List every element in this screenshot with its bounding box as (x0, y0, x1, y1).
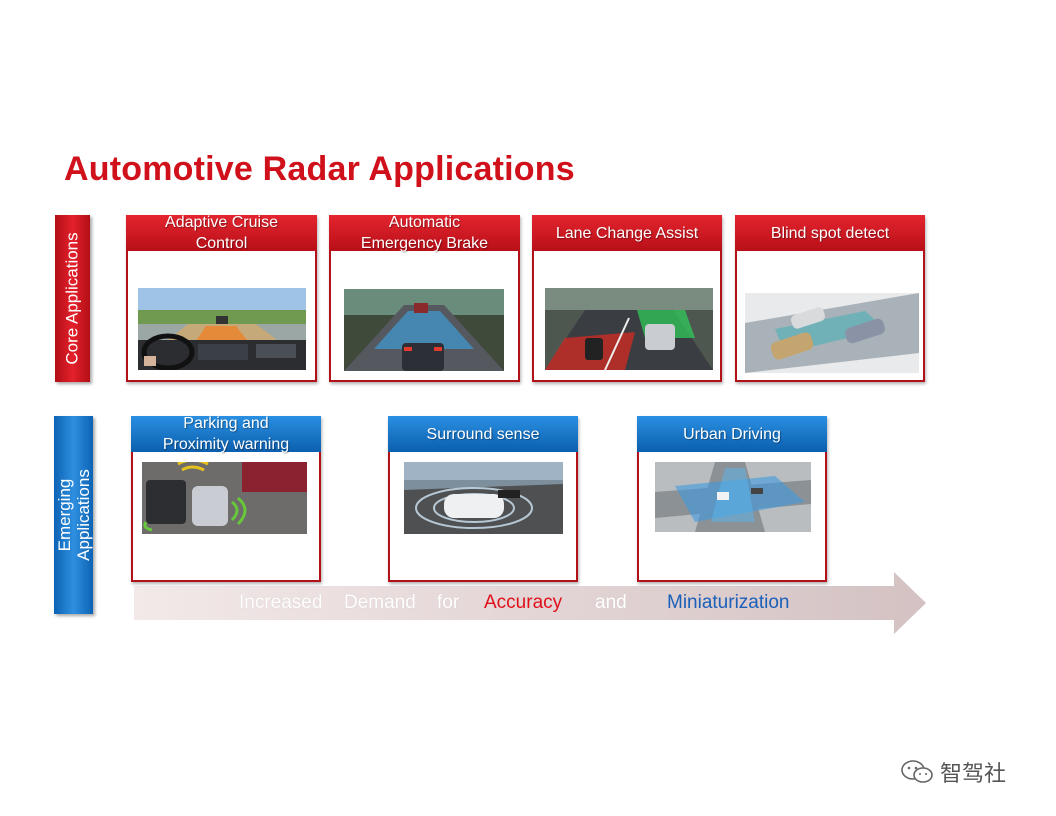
blind-spot-image (745, 293, 919, 373)
card-lane-change-assist: Lane Change Assist (532, 215, 722, 382)
page-title: Automotive Radar Applications (64, 150, 575, 188)
demand-arrow-text: Increased Demand for Accuracy and Miniat… (134, 590, 894, 618)
card-urban-driving: Urban Driving (637, 416, 827, 582)
emerging-label-line1: Emerging (54, 478, 74, 552)
card-blind-spot-detect: Blind spot detect (735, 215, 925, 382)
lane-change-image (545, 288, 713, 370)
card-header: Surround sense (388, 416, 578, 452)
demand-arrow (134, 572, 926, 634)
card-surround-sense: Surround sense (388, 416, 578, 582)
arrow-word-for: for (437, 592, 460, 613)
wechat-logo-icon (901, 760, 933, 783)
card-header: Urban Driving (637, 416, 827, 452)
emerging-label-line2: Applications (73, 469, 93, 561)
arrow-word-increased: Increased (239, 592, 323, 613)
watermark: 智驾社 (900, 756, 1006, 788)
core-applications-label: Core Applications (55, 215, 90, 382)
emerging-applications-label: Emerging Applications (54, 416, 93, 614)
parking-image (142, 462, 307, 534)
card-header: Blind spot detect (735, 215, 925, 251)
arrow-word-and: and (595, 592, 627, 613)
arrow-word-miniaturization: Miniaturization (667, 592, 790, 613)
aeb-image (344, 289, 504, 371)
surround-sense-image (404, 462, 563, 534)
urban-driving-image (655, 462, 811, 532)
watermark-text: 智驾社 (940, 761, 1007, 786)
arrow-word-demand: Demand (344, 592, 416, 613)
card-header: Lane Change Assist (532, 215, 722, 251)
arrow-word-accuracy: Accuracy (484, 592, 563, 613)
acc-image (138, 288, 306, 370)
